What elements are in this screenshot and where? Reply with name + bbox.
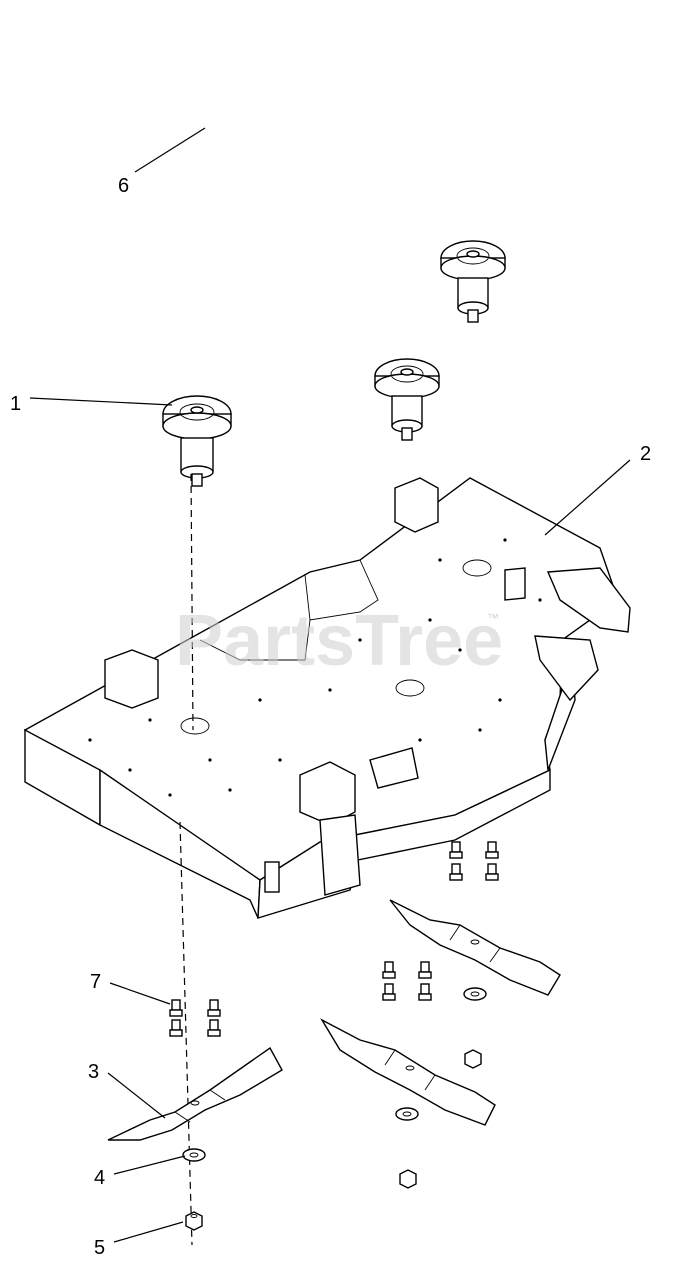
belt[interactable] [59,18,502,275]
blade-center[interactable] [320,1018,496,1126]
callout-5: 5 [94,1237,105,1259]
leader-lines [29,127,631,1243]
watermark: PartsTree ™ [175,601,503,681]
callout-4: 4 [94,1167,105,1189]
washer-center[interactable] [395,1107,419,1121]
callout-2: 2 [640,443,651,465]
spindle-assembly-right[interactable] [440,240,506,323]
washer-right[interactable] [463,987,487,1001]
callout-6: 6 [118,175,129,197]
deck-holes [88,538,542,797]
svg-text:PartsTree: PartsTree [175,601,503,681]
callout-1: 1 [10,393,21,415]
mower-deck[interactable] [23,477,631,919]
callout-labels: 6 1 2 7 3 4 5 [10,175,651,1259]
nut-left[interactable] [185,1211,203,1231]
nut-right[interactable] [464,1049,482,1069]
callout-7: 7 [90,971,101,993]
spindle-assembly-center[interactable] [374,358,440,441]
bolt-set-left[interactable] [169,999,221,1037]
bolt-set-center[interactable] [382,961,432,1001]
blade-right[interactable] [389,899,561,996]
washer-left[interactable] [182,1148,206,1162]
nut-center[interactable] [399,1169,417,1189]
svg-text:™: ™ [487,611,499,625]
bolt-set-right[interactable] [449,841,499,881]
callout-3: 3 [88,1061,99,1083]
blade-left[interactable] [107,1046,283,1141]
spindle-assembly-left[interactable] [162,395,232,487]
